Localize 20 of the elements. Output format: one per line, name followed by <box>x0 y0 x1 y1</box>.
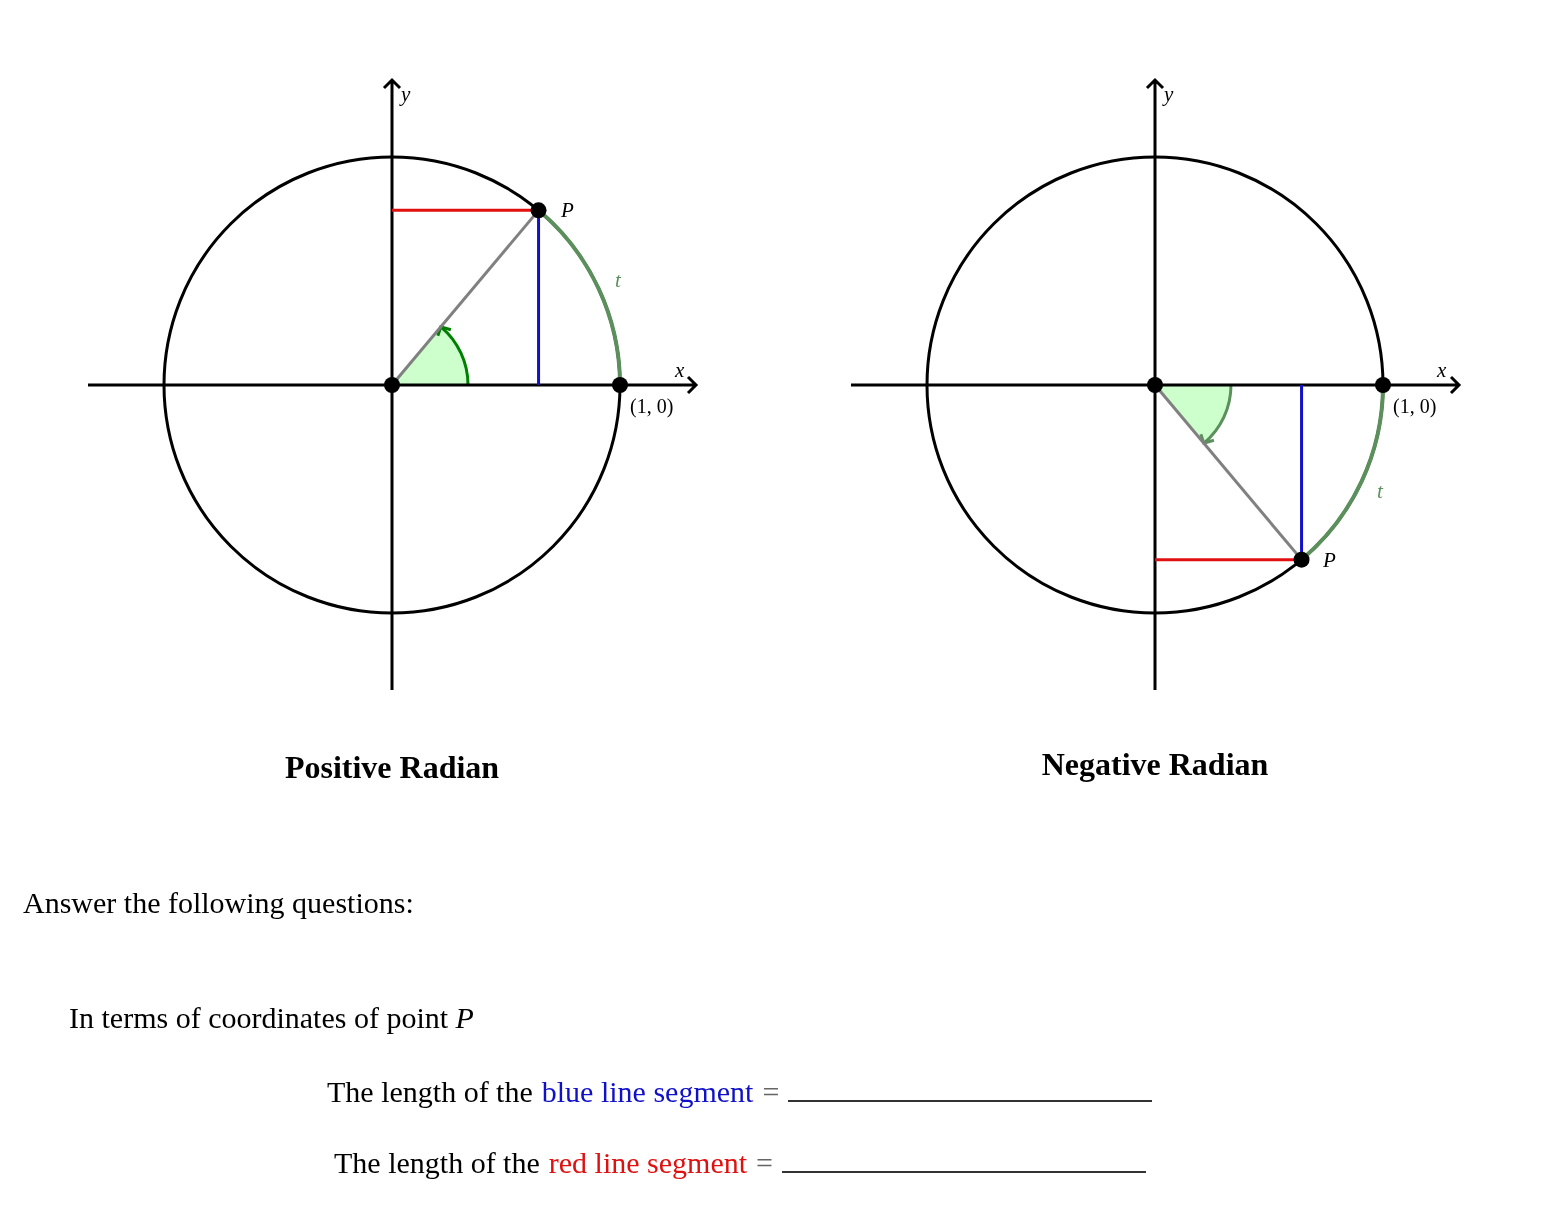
axis-label: x <box>675 360 685 381</box>
axis-label: P <box>1323 550 1336 571</box>
question-text: = <box>756 1148 773 1178</box>
axis-label: (1, 0) <box>630 396 674 416</box>
axis-label: (1, 0) <box>1393 396 1437 416</box>
axis-label: P <box>561 200 574 221</box>
question-text: The length of the <box>334 1148 540 1178</box>
question-text: The length of the <box>327 1077 533 1107</box>
axis-label: t <box>615 270 621 291</box>
plot-title: Negative Radian <box>1041 748 1269 780</box>
question-text: red line segment <box>548 1148 748 1178</box>
axis-label: y <box>401 84 411 105</box>
axis-label: y <box>1164 84 1174 105</box>
axis-label: x <box>1437 360 1447 381</box>
plot-title: Positive Radian <box>284 751 500 783</box>
axis-label: t <box>1377 481 1383 502</box>
question-text: blue line segment <box>541 1077 754 1107</box>
question-text: In terms of coordinates of point P <box>69 1003 474 1033</box>
question-text: = <box>762 1077 780 1107</box>
question-text: Answer the following questions: <box>23 888 414 918</box>
